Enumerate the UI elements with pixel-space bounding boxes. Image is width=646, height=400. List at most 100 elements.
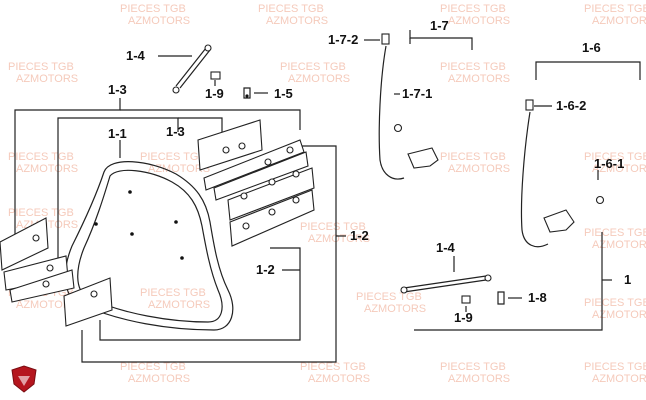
label-1-4-top: 1-4 — [126, 48, 146, 63]
svg-text:AZMOTORS: AZMOTORS — [266, 15, 328, 27]
svg-text:AZMOTORS: AZMOTORS — [288, 73, 350, 85]
strap-1-4-bottom-end-a — [400, 286, 408, 294]
svg-text:PIECES TGB: PIECES TGB — [140, 287, 206, 299]
mount-hole-3 — [130, 232, 134, 236]
svg-text:AZMOTORS: AZMOTORS — [448, 15, 510, 27]
left-labels: 1-4 1-9 1-5 1-3 1-1 1-3 1-2 1-2 — [108, 48, 369, 277]
cable-1-6-body — [520, 111, 549, 248]
bracket-1-3-inner-left — [57, 117, 179, 268]
screw-n — [90, 290, 98, 298]
label-1: 1 — [624, 272, 631, 287]
strap-end-top — [204, 44, 212, 52]
bracket-1-2-inner — [99, 247, 301, 341]
screw-c — [264, 158, 272, 166]
bracket-1-6 — [535, 61, 641, 80]
nut-1-9-top — [210, 71, 221, 80]
label-1-8: 1-8 — [528, 290, 547, 305]
label-1-2-outer: 1-2 — [350, 228, 369, 243]
bracket-1-3-outer-right — [120, 109, 301, 130]
seat-cover-part — [64, 161, 234, 331]
nut-1-9-bottom — [461, 295, 471, 304]
svg-text:PIECES TGB: PIECES TGB — [440, 361, 506, 373]
svg-text:PIECES TGB: PIECES TGB — [280, 61, 346, 73]
svg-text:PIECES TGB: PIECES TGB — [120, 361, 186, 373]
svg-text:AZMOTORS: AZMOTORS — [16, 163, 78, 175]
nut-1-6-1 — [595, 195, 605, 205]
panel-5 — [229, 189, 315, 247]
svg-text:AZMOTORS: AZMOTORS — [592, 373, 646, 385]
label-1-2-inner: 1-2 — [256, 262, 275, 277]
svg-text:PIECES TGB: PIECES TGB — [140, 151, 206, 163]
cable-1-7-group — [364, 30, 473, 180]
svg-text:AZMOTORS: AZMOTORS — [448, 73, 510, 85]
strap-1-4-bottom — [403, 275, 487, 293]
screw-b — [238, 142, 246, 150]
svg-text:AZMOTORS: AZMOTORS — [448, 163, 510, 175]
seat-cover-inner-edge — [77, 169, 223, 323]
svg-text:AZMOTORS: AZMOTORS — [592, 239, 646, 251]
label-1-3-outer: 1-3 — [108, 82, 127, 97]
svg-text:AZMOTORS: AZMOTORS — [592, 309, 646, 321]
svg-text:PIECES TGB: PIECES TGB — [584, 3, 646, 15]
label-1-4-bottom: 1-4 — [436, 240, 456, 255]
svg-text:AZMOTORS: AZMOTORS — [592, 15, 646, 27]
bracket-1-2-outer — [81, 145, 337, 363]
svg-text:PIECES TGB: PIECES TGB — [584, 227, 646, 239]
panel-2 — [203, 139, 305, 191]
svg-text:PIECES TGB: PIECES TGB — [8, 151, 74, 163]
screw-a — [222, 146, 230, 154]
panel-9 — [63, 277, 113, 327]
svg-text:AZMOTORS: AZMOTORS — [128, 15, 190, 27]
bracket-1-3-outer-left — [14, 98, 121, 240]
mount-hole-2 — [174, 220, 178, 224]
svg-text:AZMOTORS: AZMOTORS — [148, 299, 210, 311]
cable-1-6-end-top — [525, 99, 534, 111]
hardware-panels — [0, 119, 315, 327]
svg-text:PIECES TGB: PIECES TGB — [440, 3, 506, 15]
screw-f — [268, 178, 276, 186]
label-1-9-top: 1-9 — [205, 86, 224, 101]
screw-l — [46, 264, 54, 272]
screw-h — [242, 222, 250, 230]
bolt-1-5-head — [245, 94, 249, 98]
screw-set — [32, 142, 300, 298]
cable-1-7-fitting — [407, 147, 439, 169]
label-1-5: 1-5 — [274, 86, 293, 101]
panel-4 — [227, 167, 315, 221]
strap-end-bottom — [172, 86, 180, 94]
label-1-1: 1-1 — [108, 126, 127, 141]
screw-d — [286, 146, 294, 154]
label-1-6: 1-6 — [582, 40, 601, 55]
screw-i — [268, 208, 276, 216]
svg-text:PIECES TGB: PIECES TGB — [258, 3, 324, 15]
svg-text:PIECES TGB: PIECES TGB — [120, 3, 186, 15]
panel-8 — [9, 269, 75, 303]
seat-cover-outline — [64, 161, 234, 331]
svg-text:PIECES TGB: PIECES TGB — [8, 61, 74, 73]
svg-text:AZMOTORS: AZMOTORS — [148, 163, 210, 175]
mount-hole-5 — [94, 222, 98, 226]
svg-text:AZMOTORS: AZMOTORS — [308, 233, 370, 245]
mount-hole-4 — [180, 256, 184, 260]
svg-text:AZMOTORS: AZMOTORS — [308, 373, 370, 385]
bracket-1 — [414, 232, 603, 331]
cable-1-7-end-top — [381, 33, 390, 45]
svg-text:AZMOTORS: AZMOTORS — [364, 303, 426, 315]
screw-e — [240, 192, 248, 200]
panel-6 — [0, 217, 49, 271]
screw-g — [292, 170, 300, 178]
screw-j — [292, 196, 300, 204]
